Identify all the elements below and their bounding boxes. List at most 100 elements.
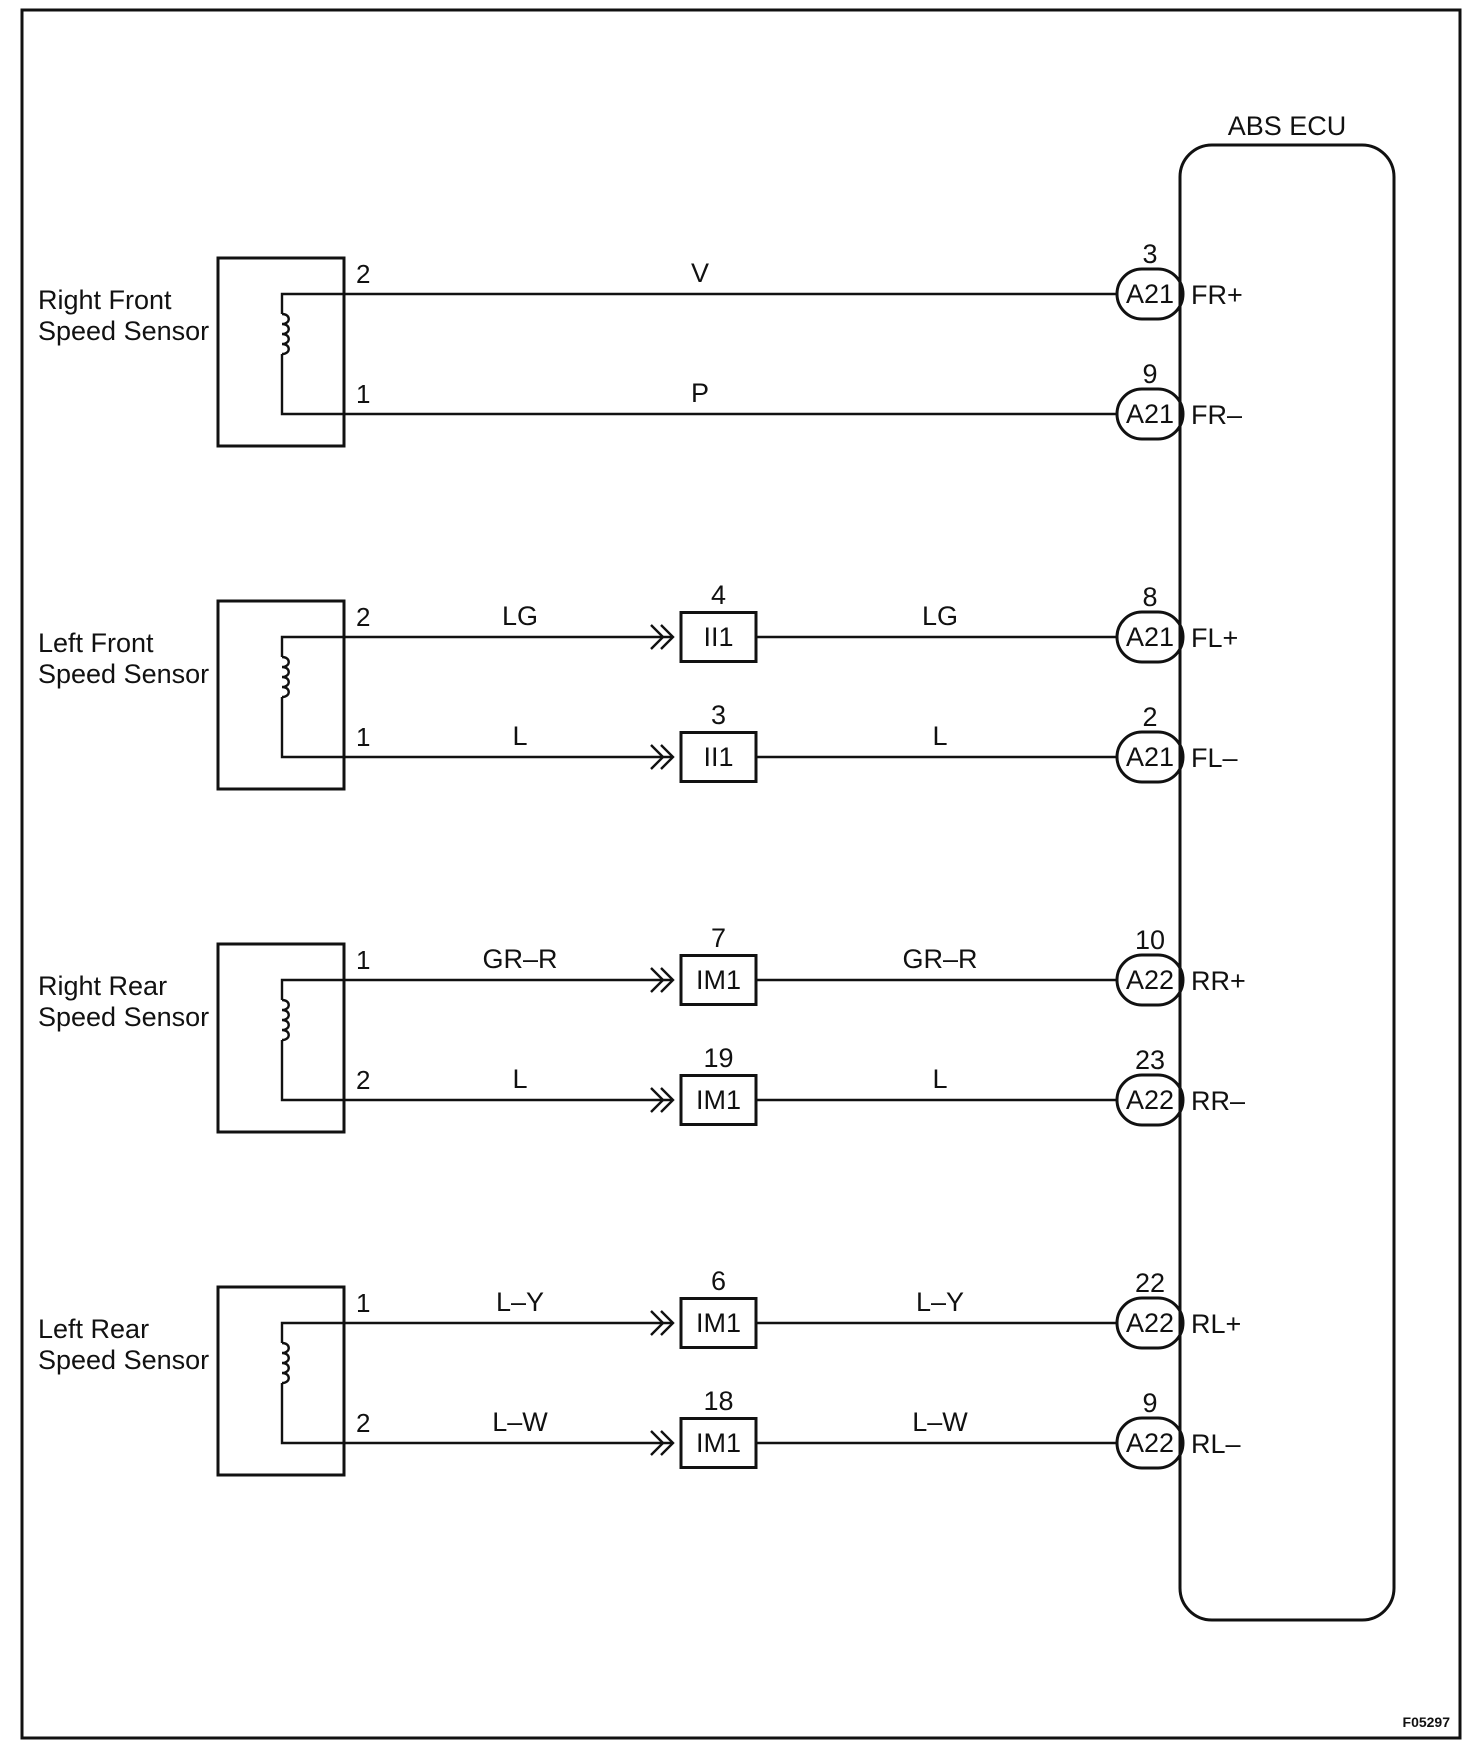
sensor-name-line2: Speed Sensor bbox=[38, 316, 209, 346]
ecu-pin-number: 9 bbox=[1142, 359, 1157, 389]
wire-color-label: V bbox=[691, 258, 709, 288]
connector-chevron-icon bbox=[650, 1087, 675, 1113]
inline-connector-pin: 18 bbox=[703, 1386, 733, 1416]
sensor-name-line1: Left Rear bbox=[38, 1314, 149, 1344]
ecu-connector-code: A22 bbox=[1126, 1308, 1174, 1338]
wire-color-label-out: L–Y bbox=[916, 1287, 964, 1317]
sensor-pin-number: 2 bbox=[356, 602, 370, 632]
wire-color-label: L–W bbox=[492, 1407, 548, 1437]
wire-color-label-out: L bbox=[932, 1064, 947, 1094]
ecu-terminal-name: FL– bbox=[1191, 743, 1238, 773]
wire-color-label-out: L bbox=[932, 721, 947, 751]
coil-icon bbox=[281, 312, 290, 356]
inline-connector-code: IM1 bbox=[696, 965, 741, 995]
sensor-pin-number: 1 bbox=[356, 945, 370, 975]
coil-icon bbox=[281, 1341, 290, 1385]
inline-connector-code: IM1 bbox=[696, 1308, 741, 1338]
ecu-connector-code: A22 bbox=[1126, 1085, 1174, 1115]
ecu-pin-number: 3 bbox=[1142, 239, 1157, 269]
abs-ecu-box bbox=[1178, 143, 1396, 1622]
sensor-pin-number: 2 bbox=[356, 259, 370, 289]
sensor-pin-number: 1 bbox=[356, 1288, 370, 1318]
sensor-box bbox=[216, 1285, 346, 1477]
diagram-frame bbox=[20, 8, 1462, 1740]
ecu-terminal-name: RR– bbox=[1191, 1086, 1245, 1116]
ecu-connector-code: A21 bbox=[1126, 399, 1174, 429]
sensor-name-line2: Speed Sensor bbox=[38, 1002, 209, 1032]
sensor-box bbox=[216, 942, 346, 1134]
ecu-terminal-name: FR– bbox=[1191, 400, 1242, 430]
wire-color-label-out: LG bbox=[922, 601, 958, 631]
wire-color-label: P bbox=[691, 378, 709, 408]
wire-color-label: L bbox=[512, 721, 527, 751]
ecu-pin-number: 2 bbox=[1142, 702, 1157, 732]
ecu-connector-oval bbox=[1115, 953, 1185, 1007]
ecu-terminal-name: RR+ bbox=[1191, 966, 1246, 996]
ecu-terminal-name: FR+ bbox=[1191, 280, 1243, 310]
sensor-pin-number: 2 bbox=[356, 1408, 370, 1438]
sensor-box bbox=[216, 256, 346, 448]
wire-color-label: LG bbox=[502, 601, 538, 631]
inline-connector-pin: 3 bbox=[711, 700, 726, 730]
ecu-connector-oval bbox=[1115, 610, 1185, 664]
wire-color-label: L bbox=[512, 1064, 527, 1094]
inline-connector-pin: 7 bbox=[711, 923, 726, 953]
coil-icon bbox=[281, 998, 290, 1042]
coil-icon bbox=[281, 655, 290, 699]
connector-chevron-icon bbox=[650, 624, 675, 650]
sensor-name-line2: Speed Sensor bbox=[38, 659, 209, 689]
ecu-connector-oval bbox=[1115, 267, 1185, 321]
figure-id: F05297 bbox=[1403, 1714, 1451, 1730]
wire-color-label-out: GR–R bbox=[902, 944, 977, 974]
inline-connector-code: II1 bbox=[703, 622, 733, 652]
ecu-pin-number: 8 bbox=[1142, 582, 1157, 612]
sensor-name-line1: Left Front bbox=[38, 628, 154, 658]
inline-connector-code: II1 bbox=[703, 742, 733, 772]
connector-chevron-icon bbox=[650, 1430, 675, 1456]
circuit-2-2: 1 L II1 3L A21 2FL– bbox=[344, 700, 1238, 784]
inline-connector-pin: 4 bbox=[711, 580, 726, 610]
wire-color-label: GR–R bbox=[482, 944, 557, 974]
ecu-connector-oval bbox=[1115, 387, 1185, 441]
ecu-pin-number: 23 bbox=[1135, 1045, 1165, 1075]
ecu-pin-number: 10 bbox=[1135, 925, 1165, 955]
ecu-connector-oval bbox=[1115, 1416, 1185, 1470]
ecu-connector-oval bbox=[1115, 1073, 1185, 1127]
ecu-connector-code: A21 bbox=[1126, 622, 1174, 652]
ecu-connector-code: A21 bbox=[1126, 742, 1174, 772]
sensor-pin-number: 1 bbox=[356, 722, 370, 752]
ecu-pin-number: 9 bbox=[1142, 1388, 1157, 1418]
ecu-pin-number: 22 bbox=[1135, 1268, 1165, 1298]
wire-color-label-out: L–W bbox=[912, 1407, 968, 1437]
connector-chevron-icon bbox=[650, 744, 675, 770]
ecu-terminal-name: RL– bbox=[1191, 1429, 1241, 1459]
inline-connector-pin: 6 bbox=[711, 1266, 726, 1296]
sensor-name-line1: Right Rear bbox=[38, 971, 167, 1001]
ecu-connector-code: A22 bbox=[1126, 1428, 1174, 1458]
ecu-connector-oval bbox=[1115, 730, 1185, 784]
wire-color-label: L–Y bbox=[496, 1287, 544, 1317]
connector-chevron-icon bbox=[650, 1310, 675, 1336]
circuit-4-2: 2 L–W IM1 18L–W A22 9RL– bbox=[344, 1386, 1241, 1470]
ecu-connector-code: A22 bbox=[1126, 965, 1174, 995]
inline-connector-pin: 19 bbox=[703, 1043, 733, 1073]
sensor-name-line2: Speed Sensor bbox=[38, 1345, 209, 1375]
ecu-terminal-name: RL+ bbox=[1191, 1309, 1241, 1339]
sensor-name-line1: Right Front bbox=[38, 285, 172, 315]
inline-connector-code: IM1 bbox=[696, 1428, 741, 1458]
ecu-connector-oval bbox=[1115, 1296, 1185, 1350]
sensor-pin-number: 2 bbox=[356, 1065, 370, 1095]
connector-chevron-icon bbox=[650, 967, 675, 993]
ecu-terminal-name: FL+ bbox=[1191, 623, 1238, 653]
